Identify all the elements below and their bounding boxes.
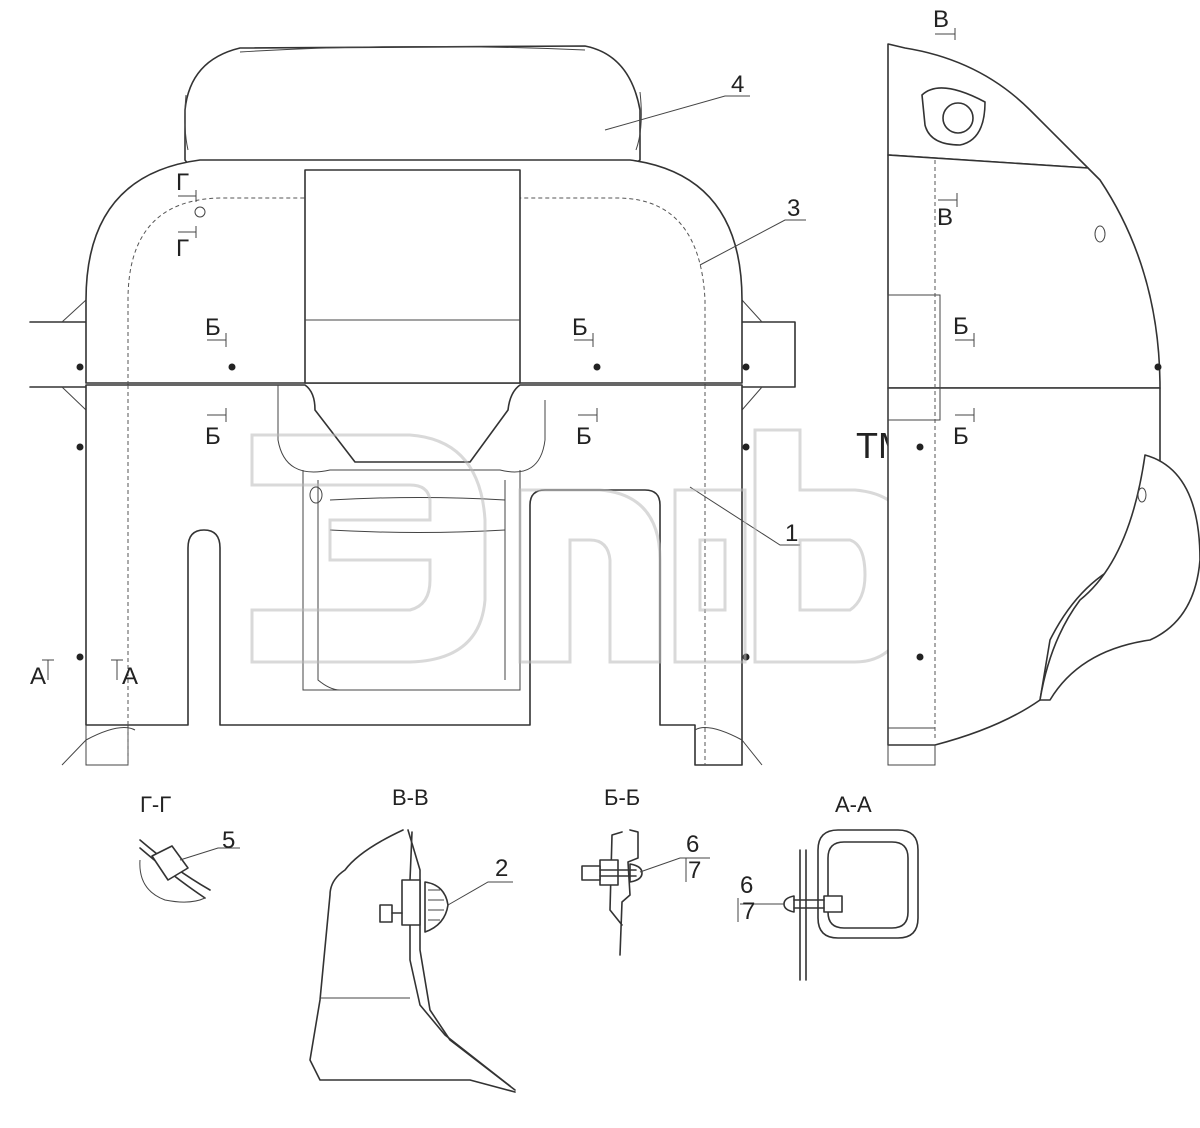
svg-text:А: А <box>30 663 46 690</box>
svg-text:Г: Г <box>176 235 189 262</box>
top-pad <box>184 45 641 171</box>
svg-text:3: 3 <box>787 195 800 222</box>
svg-text:В: В <box>933 6 949 33</box>
svg-text:7: 7 <box>742 898 755 925</box>
svg-text:Б: Б <box>953 423 969 450</box>
svg-text:2: 2 <box>495 855 508 882</box>
svg-text:Б: Б <box>205 314 221 341</box>
side-view: В В Б Б <box>887 6 1200 766</box>
front-view: Г Г Б Б Б Б А А 4 3 1 <box>29 45 806 766</box>
arch-opening <box>304 169 521 384</box>
svg-text:4: 4 <box>731 71 744 98</box>
svg-text:В: В <box>937 204 953 231</box>
svg-text:5: 5 <box>222 827 235 854</box>
lower-skirt <box>85 384 743 766</box>
svg-text:7: 7 <box>688 857 701 884</box>
section-marks-side: В В Б Б <box>933 6 975 450</box>
svg-text:6: 6 <box>740 872 753 899</box>
svg-text:Б: Б <box>572 314 588 341</box>
section-marks-front: Г Г Б Б Б Б А А <box>30 169 598 690</box>
section-title-g-g: Г-Г <box>140 792 171 817</box>
section-title-b-b: Б-Б <box>604 785 640 810</box>
section-title-a-a: А-А <box>835 792 872 817</box>
svg-text:6: 6 <box>686 831 699 858</box>
svg-text:Б: Б <box>205 423 221 450</box>
svg-text:Г: Г <box>176 169 189 196</box>
section-title-v-v: В-В <box>392 785 429 810</box>
bolt-markers <box>76 206 750 661</box>
section-b-b: Б-Б 6 7 <box>581 785 710 956</box>
side-knob <box>921 87 986 146</box>
callouts-front: 4 3 1 <box>604 71 806 547</box>
svg-text:А: А <box>122 663 138 690</box>
side-wing <box>1039 454 1200 701</box>
frame-bar-right <box>741 321 796 388</box>
svg-text:1: 1 <box>785 520 798 547</box>
section-v-v: В-В 2 <box>309 785 516 1093</box>
svg-text:Б: Б <box>576 423 592 450</box>
frame-bar-left <box>29 321 87 388</box>
section-g-g: Г-Г 5 <box>139 792 240 903</box>
section-a-a: А-А 6 7 <box>737 792 919 981</box>
svg-text:Б: Б <box>953 313 969 340</box>
